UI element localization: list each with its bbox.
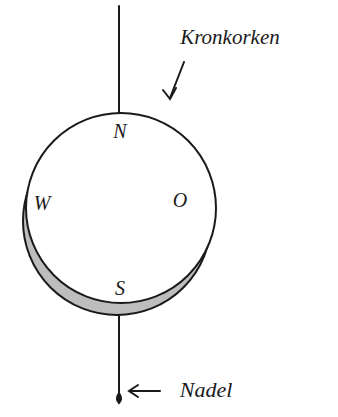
cap-face xyxy=(26,113,216,303)
direction-letter: O xyxy=(173,189,187,211)
needle-bottom xyxy=(118,316,120,393)
arrow-head xyxy=(129,385,138,397)
direction-letter: S xyxy=(115,277,125,299)
part-label: Nadel xyxy=(180,378,233,402)
direction-letter: N xyxy=(113,120,126,142)
leader-arrow xyxy=(170,62,184,98)
direction-letter: W xyxy=(34,192,51,214)
needle-top xyxy=(118,6,120,113)
part-label: Kronkorken xyxy=(180,26,280,49)
needle-tip xyxy=(117,393,121,403)
arrow-head xyxy=(163,88,176,99)
leader-arrow xyxy=(130,390,160,392)
